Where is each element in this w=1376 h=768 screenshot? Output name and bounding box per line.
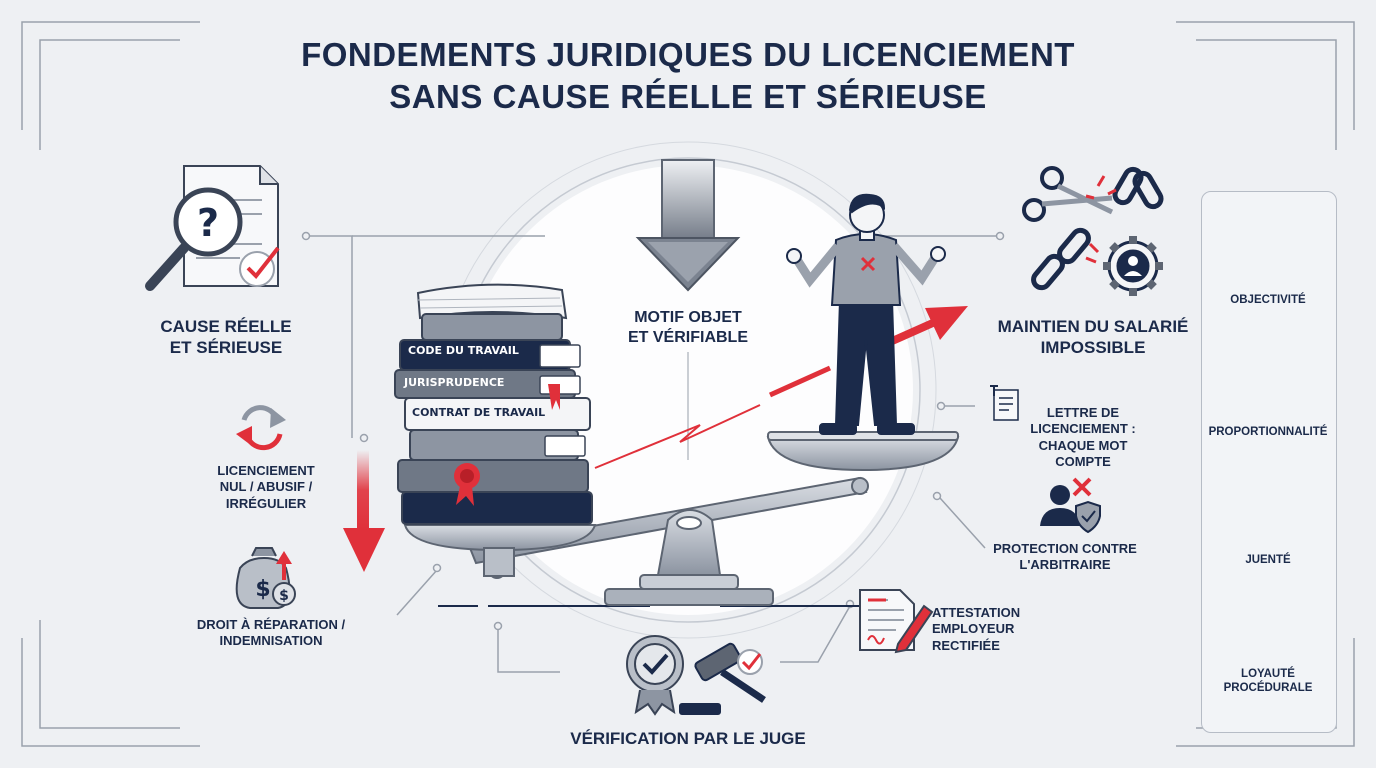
licenciement-line-1: LICENCIEMENT [217, 463, 315, 478]
maintien-line-2: IMPOSSIBLE [1040, 338, 1146, 358]
book-jurisprudence: JURISPRUDENCE [404, 376, 505, 389]
svg-text:?: ? [197, 201, 219, 245]
cause-line-2: ET SÉRIEUSE [169, 338, 283, 358]
panel-item-proportionnalite: PROPORTIONNALITÉ [1203, 425, 1333, 439]
cause-reelle-label: CAUSE RÉELLE ET SÉRIEUSE [136, 316, 316, 359]
panel-item-juente: JUENTÉ [1203, 553, 1333, 567]
page-title: FONDEMENTS JURIDIQUES DU LICENCIEMENT SA… [188, 34, 1188, 118]
attestation-line-3: RECTIFIÉE [932, 637, 1000, 653]
person-figure [786, 193, 946, 435]
title-line-1: FONDEMENTS JURIDIQUES DU LICENCIEMENT [301, 36, 1075, 73]
book-contrat-de-travail: CONTRAT DE TRAVAIL [412, 406, 546, 419]
down-arrow-icon [635, 159, 741, 292]
letter-document-icon [990, 385, 1019, 421]
book-stack [394, 283, 593, 525]
licenciement-line-3: IRRÉGULIER [225, 495, 307, 511]
lettre-line-2: LICENCIEMENT : [1030, 421, 1136, 437]
panel-item-label: OBJECTIVITÉ [1230, 294, 1306, 306]
droit-reparation-label: DROIT À RÉPARATION / INDEMNISATION [176, 617, 366, 650]
money-bag-icon: $ $ [235, 547, 296, 609]
cycle-arrows-icon [236, 405, 286, 451]
lettre-line-3: CHAQUE MOT COMPTE [1038, 437, 1128, 469]
motif-line-1: MOTIF OBJET [634, 309, 742, 326]
attestation-document-icon [859, 589, 934, 654]
attestation-label: ATTESTATION EMPLOYEUR RECTIFIÉE [932, 605, 1042, 654]
svg-text:$: $ [255, 577, 270, 602]
red-up-arrow-icon [768, 306, 968, 398]
lettre-licenciement-label: LETTRE DE LICENCIEMENT : CHAQUE MOT COMP… [1018, 405, 1148, 470]
principles-panel [1201, 191, 1337, 733]
attestation-line-2: EMPLOYEUR [932, 621, 1015, 637]
droit-line-1: DROIT À RÉPARATION / [196, 617, 346, 632]
balance-scale [403, 431, 960, 606]
book-code-du-travail: CODE DU TRAVAIL [408, 344, 519, 357]
attestation-line-1: ATTESTATION [932, 605, 1021, 620]
motif-label: MOTIF OBJET ET VÉRIFIABLE [598, 308, 778, 348]
panel-item-label: PROPORTIONNALITÉ [1208, 426, 1328, 438]
maintien-line-1: MAINTIEN DU SALARIÉ [997, 317, 1189, 336]
svg-text:$: $ [279, 588, 289, 604]
red-down-arrow-icon [343, 450, 385, 572]
droit-line-2: INDEMNISATION [219, 633, 323, 649]
cause-line-1: CAUSE RÉELLE [160, 317, 292, 336]
protection-line-2: L'ARBITRAIRE [1019, 557, 1111, 573]
user-shield-icon [1040, 477, 1101, 534]
maintien-impossible-label: MAINTIEN DU SALARIÉ IMPOSSIBLE [978, 316, 1208, 359]
title-line-2: SANS CAUSE RÉELLE ET SÉRIEUSE [389, 78, 987, 115]
seal-check-icon [626, 635, 684, 716]
lettre-line-1: LETTRE DE [1046, 405, 1120, 420]
protection-line-1: PROTECTION CONTRE [993, 541, 1137, 556]
book-seal-icon [454, 463, 480, 506]
red-zigzag [594, 404, 761, 469]
panel-item-objectivite: OBJECTIVITÉ [1203, 293, 1333, 307]
motif-line-2: ET VÉRIFIABLE [627, 329, 748, 346]
licenciement-line-2: NUL / ABUSIF / [219, 479, 313, 495]
gavel-icon [679, 642, 766, 715]
gear-person-icon [1103, 236, 1163, 296]
protection-arbitraire-label: PROTECTION CONTRE L'ARBITRAIRE [980, 541, 1150, 574]
panel-item-loyaute: LOYAUTÉ PROCÉDURALE [1203, 667, 1333, 696]
panel-item-label-2: PROCÉDURALE [1223, 682, 1313, 695]
magnifier-document-icon: ? [145, 165, 280, 291]
broken-chain-icon [1022, 166, 1164, 291]
verification-juge-label: VÉRIFICATION PAR LE JUGE [570, 729, 806, 748]
panel-item-label: JUENTÉ [1245, 554, 1291, 566]
panel-item-label: LOYAUTÉ [1241, 668, 1295, 680]
licenciement-nul-label: LICENCIEMENT NUL / ABUSIF / IRRÉGULIER [196, 463, 336, 512]
